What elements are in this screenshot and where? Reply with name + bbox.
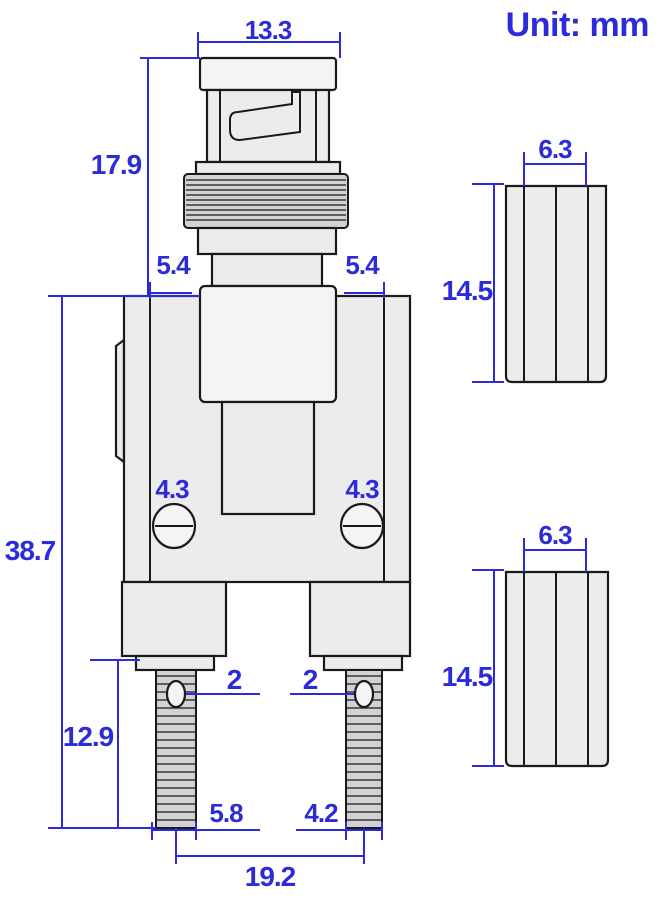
bnc-top-cap	[198, 56, 338, 92]
dim-post-length: 12.9	[63, 721, 114, 752]
post-hole-left	[165, 679, 187, 709]
binding-post-right	[308, 580, 412, 829]
unit-label: Unit: mm	[506, 6, 649, 44]
dim-cap1-height: 14.5	[442, 275, 493, 306]
dim-top-height: 17.9	[91, 149, 142, 180]
dim-total-height: 38.7	[5, 535, 56, 566]
dim-shoulder-left: 5.4	[156, 250, 191, 280]
bnc-collar	[194, 160, 342, 176]
dim-hole-right: 4.3	[345, 474, 379, 504]
dim-top-width: 13.3	[245, 15, 292, 45]
dim-cap2-width: 6.3	[538, 520, 572, 550]
post-block-left	[120, 580, 228, 658]
dim-post-hole-left: 2	[227, 664, 242, 695]
binding-post-left	[120, 580, 228, 829]
cap-bottom	[504, 570, 610, 768]
post-hole-right	[353, 679, 375, 709]
thread-lines-left	[156, 675, 196, 821]
bnc-connector	[183, 56, 349, 288]
post-block-right	[308, 580, 412, 658]
bnc-barrel	[205, 88, 331, 164]
dim-cap1-width: 6.3	[538, 134, 572, 164]
dim-shoulder-right: 5.4	[345, 250, 380, 280]
dim-post-spacing: 19.2	[245, 861, 296, 892]
dim-hole-left: 4.3	[155, 474, 189, 504]
dim-post-hole-right: 2	[303, 664, 318, 695]
dim-post-dia-left: 5.8	[209, 798, 243, 828]
knurl-lines	[186, 179, 346, 221]
body-side-tab	[114, 337, 126, 465]
dimension-lines	[48, 32, 587, 864]
dim-cap2-height: 14.5	[442, 661, 493, 692]
bnc-base-ring	[196, 226, 338, 256]
bnc-neck	[210, 252, 324, 288]
cap-top	[504, 184, 608, 384]
dim-post-dia-right: 4.2	[304, 798, 338, 828]
bayonet-slot	[229, 91, 301, 142]
adapter-body	[114, 284, 412, 584]
post-washer-left	[134, 654, 216, 672]
body-inner-stem	[220, 400, 316, 516]
post-washer-right	[322, 654, 404, 672]
body-socket	[198, 284, 338, 404]
